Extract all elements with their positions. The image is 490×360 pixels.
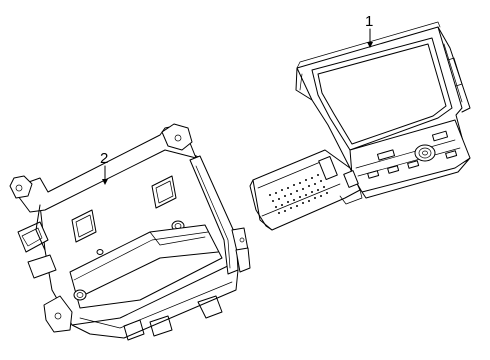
callout-1-label: 1 — [365, 13, 373, 30]
callout-2-label: 2 — [100, 150, 108, 167]
callout-1: 1 — [365, 13, 373, 48]
mounting-bracket — [9, 123, 251, 341]
callout-2: 2 — [100, 150, 108, 185]
vent-grille — [269, 174, 328, 214]
radio-display-unit — [249, 21, 471, 231]
